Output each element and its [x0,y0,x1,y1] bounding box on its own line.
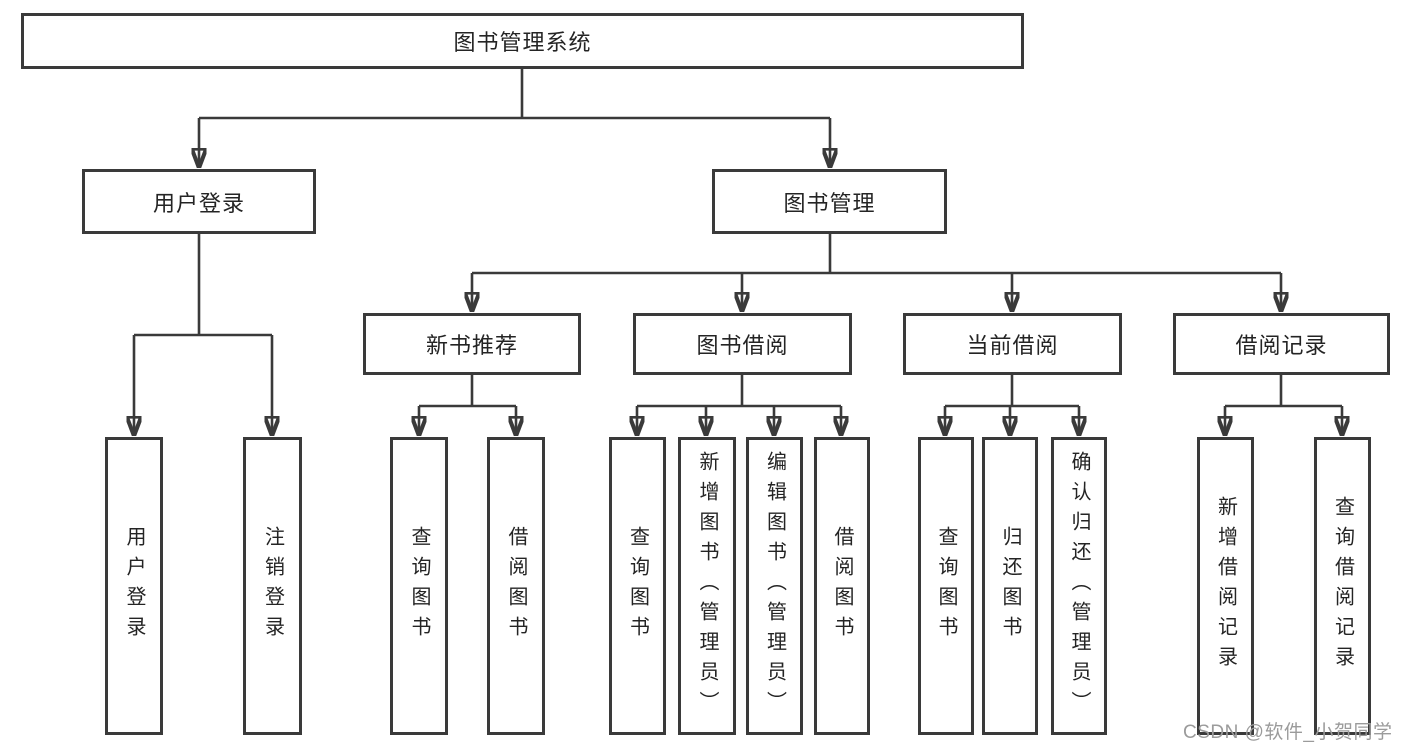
leaf-bb-add-books: 新增图书（管理员） [678,437,736,735]
leaf-bb-query-books: 查询图书 [609,437,666,735]
node-user-login: 用户登录 [82,169,316,234]
leaf-bb-borrow-books: 借阅图书 [814,437,870,735]
node-borrowing-records: 借阅记录 [1173,313,1390,375]
node-library-system: 图书管理系统 [21,13,1024,69]
leaf-cb-confirm-return: 确认归还（管理员） [1051,437,1107,735]
connector-userlogin-children [134,234,272,434]
connector-borrowrecords-children [1225,375,1342,434]
watermark: CSDN @软件_小贺同学 [1183,722,1393,743]
node-book-borrowing: 图书借阅 [633,313,852,375]
node-book-management: 图书管理 [712,169,947,234]
leaf-rec-query-books: 查询图书 [390,437,448,735]
connector-bookmgmt-children [472,234,1281,310]
leaf-logout: 注销登录 [243,437,302,735]
connector-bookborrow-children [637,375,841,434]
connector-currentborrow-children [945,375,1079,434]
leaf-cb-return-books: 归还图书 [982,437,1038,735]
node-new-book-recommend: 新书推荐 [363,313,581,375]
leaf-rec-borrow-books: 借阅图书 [487,437,545,735]
leaf-user-login: 用户登录 [105,437,163,735]
leaf-br-add-record: 新增借阅记录 [1197,437,1254,735]
connector-root-to-tier2 [199,68,830,166]
leaf-cb-query-books: 查询图书 [918,437,974,735]
node-current-borrowing: 当前借阅 [903,313,1122,375]
connector-newbookrec-children [419,375,516,434]
leaf-br-query-record: 查询借阅记录 [1314,437,1371,735]
leaf-bb-edit-books: 编辑图书（管理员） [746,437,803,735]
